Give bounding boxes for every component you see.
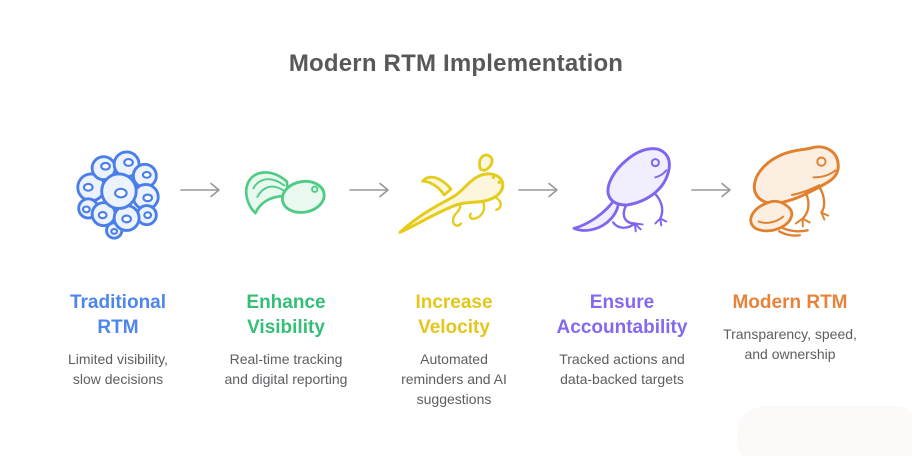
arrow-right-icon	[691, 182, 731, 198]
stages-row: Traditional RTM Limited visibility, slow…	[34, 140, 874, 409]
watermark-area	[737, 406, 912, 456]
arrow-right-icon	[180, 182, 220, 198]
stage-increase-velocity: Increase Velocity Automated reminders an…	[370, 140, 538, 409]
stage-description: Transparency, speed, and ownership	[723, 326, 857, 362]
stage-heading: Traditional RTM	[69, 292, 167, 338]
stage-icon-box	[737, 140, 843, 250]
stage-heading: Modern RTM	[732, 292, 848, 313]
adult-frog-icon	[749, 145, 840, 237]
stage-modern-rtm: Modern RTM Transparency, speed, and owne…	[706, 140, 874, 409]
stage-description: Automated reminders and AI suggestions	[401, 351, 507, 407]
stage-icon-box	[240, 140, 332, 250]
stage-enhance-visibility: Enhance Visibility Real-time tracking an…	[202, 140, 370, 409]
stage-icon-box	[394, 140, 514, 250]
tadpole-icon	[244, 171, 326, 215]
tadpole-with-legs-icon	[398, 153, 505, 234]
stage-icon-box	[72, 140, 164, 250]
stage-heading: Ensure Accountability	[556, 292, 688, 338]
arrow-right-icon	[349, 182, 389, 198]
froglet-icon	[572, 147, 671, 233]
arrow-right-icon	[518, 182, 558, 198]
stage-description: Real-time tracking and digital reporting	[224, 351, 348, 387]
page-title: Modern RTM Implementation	[288, 50, 624, 77]
stage-icon-box	[567, 140, 677, 250]
stage-description: Tracked actions and data-backed targets	[559, 351, 685, 387]
stage-ensure-accountability: Ensure Accountability Tracked actions an…	[538, 140, 706, 409]
stage-heading: Increase Velocity	[415, 292, 493, 338]
stage-description: Limited visibility, slow decisions	[67, 351, 169, 387]
frog-eggs-icon	[76, 150, 160, 240]
stage-traditional-rtm: Traditional RTM Limited visibility, slow…	[34, 140, 202, 409]
stage-heading: Enhance Visibility	[246, 292, 326, 338]
